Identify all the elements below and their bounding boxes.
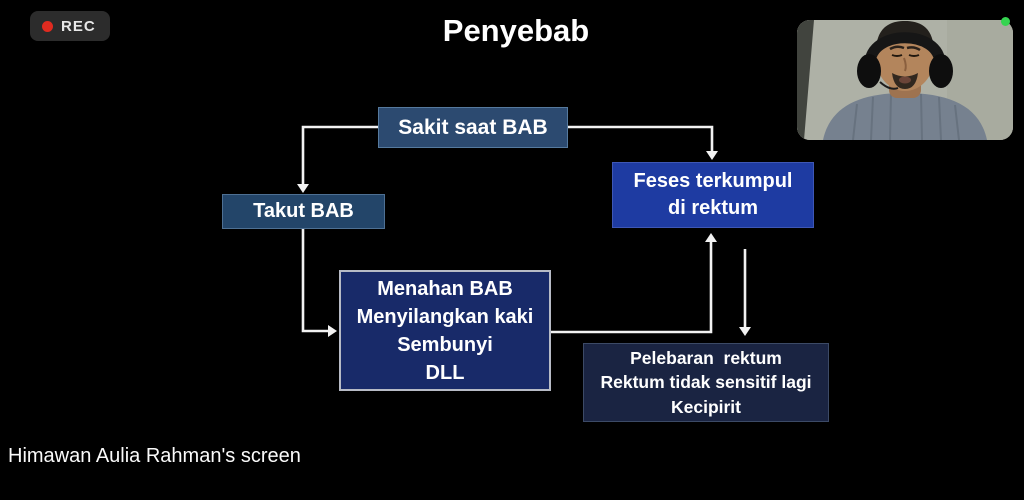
flow-box-text: Sembunyi xyxy=(397,333,493,356)
flow-box-text: Feses terkumpul xyxy=(633,170,793,192)
webcam-avatar xyxy=(797,20,1013,140)
screen-share-label: Himawan Aulia Rahman's screen xyxy=(8,445,301,467)
arrow-sakit-to-feses xyxy=(567,125,718,160)
arrow-sakit-to-takut xyxy=(297,125,378,193)
flow-box-pelebaran-rektum: Pelebaran rektum Rektum tidak sensitif l… xyxy=(583,343,829,422)
flow-box-feses-terkumpul: Feses terkumpul di rektum xyxy=(612,162,814,228)
rec-dot-icon xyxy=(42,20,53,32)
flow-box-text: Menyilangkan kaki xyxy=(356,305,534,328)
active-speaker-dot-icon xyxy=(1001,17,1010,26)
flow-box-text: di rektum xyxy=(667,197,759,219)
flow-box-takut-bab: Takut BAB xyxy=(222,194,385,229)
flow-box-text: Takut BAB xyxy=(253,200,354,222)
arrow-takut-to-menahan xyxy=(301,229,337,337)
participant-video-tile[interactable] xyxy=(797,20,1013,140)
slide-title: Penyebab xyxy=(442,13,590,48)
arrow-menahan-to-feses xyxy=(550,233,717,334)
flow-box-text: Rektum tidak sensitif lagi xyxy=(600,372,812,393)
flow-box-menahan-bab: Menahan BAB Menyilangkan kaki Sembunyi D… xyxy=(339,270,551,391)
flow-box-text: DLL xyxy=(425,361,465,384)
recording-badge: REC xyxy=(30,11,110,41)
flow-box-text: Pelebaran rektum xyxy=(630,347,782,368)
rec-label: REC xyxy=(61,17,96,35)
flow-box-text: Kecipirit xyxy=(670,396,742,417)
arrow-feses-to-pelebaran xyxy=(739,249,751,336)
flow-box-sakit-saat-bab: Sakit saat BAB xyxy=(378,107,568,148)
flow-box-text: Menahan BAB xyxy=(377,277,513,300)
flow-box-text: Sakit saat BAB xyxy=(398,115,548,139)
